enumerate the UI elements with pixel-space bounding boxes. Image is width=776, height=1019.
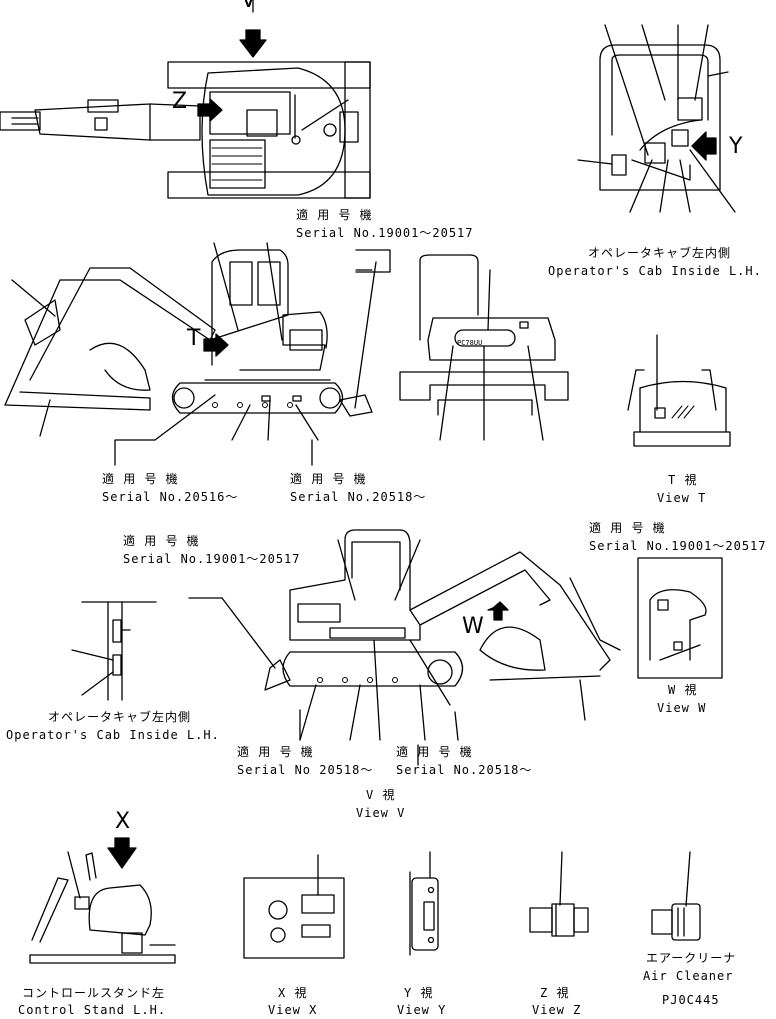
- caption-view-t-jp: T 視: [668, 473, 698, 487]
- serial-view-v-bottom-right-jp: 適 用 号 機: [396, 745, 473, 759]
- view-v-drawing: [188, 529, 621, 766]
- view-letter-z: Z: [172, 89, 188, 114]
- rear-view-drawing: [399, 254, 569, 441]
- serial-view-v-bottom-left-en: Serial No 20518～: [237, 763, 374, 777]
- caption-view-x-en: View X: [268, 1003, 318, 1017]
- caption-view-x-jp: X 視: [278, 986, 308, 1000]
- view-z-drawing: [529, 851, 589, 937]
- view-letter-x: X: [115, 809, 131, 834]
- caption-view-v-en: View V: [356, 806, 406, 820]
- serial-view-v-left-jp: 適 用 号 機: [123, 534, 200, 548]
- view-y-drawing: [409, 851, 439, 956]
- caption-control-stand-en: Control Stand L.H.: [18, 1003, 167, 1017]
- caption-view-y-en: View Y: [397, 1003, 447, 1017]
- caption-view-y-jp: Y 視: [404, 986, 434, 1000]
- view-w-drawing: [637, 557, 723, 679]
- serial-top-view-jp: 適 用 号 機: [296, 208, 373, 222]
- view-letter-v: V: [241, 0, 257, 13]
- serial-view-v-bottom-left-jp: 適 用 号 機: [237, 745, 314, 759]
- serial-side-front-en: Serial No.20516～: [102, 490, 239, 504]
- caption-air-cleaner-en: Air Cleaner: [643, 969, 734, 983]
- caption-view-w-en: View W: [657, 701, 707, 715]
- view-letter-w: W: [462, 614, 484, 639]
- caption-view-v-jp: V 視: [366, 788, 396, 802]
- caption-cab-inside-top-jp: オペレータキャブ左内側: [588, 246, 732, 260]
- view-t-drawing: [627, 334, 731, 447]
- caption-view-w-jp: W 視: [668, 683, 698, 697]
- serial-side-rear-en: Serial No.20518～: [290, 490, 427, 504]
- drawing-code: PJ0C445: [662, 993, 720, 1007]
- serial-view-v-bottom-right-en: Serial No.20518～: [396, 763, 533, 777]
- caption-view-z-jp: Z 視: [540, 986, 570, 1000]
- caption-cab-inside-mid-en: Operator's Cab Inside L.H.: [6, 728, 220, 742]
- view-letter-t: T: [187, 326, 201, 351]
- caption-view-t-en: View T: [657, 491, 707, 505]
- caption-cab-inside-top-en: Operator's Cab Inside L.H.: [548, 264, 762, 278]
- brand-plate: PC78UU: [457, 339, 483, 347]
- caption-cab-inside-mid-jp: オペレータキャブ左内側: [48, 710, 192, 724]
- serial-side-rear-jp: 適 用 号 機: [290, 472, 367, 486]
- side-view-left-drawing: [4, 242, 391, 466]
- caption-view-z-en: View Z: [532, 1003, 582, 1017]
- serial-view-w-jp: 適 用 号 機: [589, 521, 666, 535]
- top-view-drawing: [0, 0, 371, 199]
- serial-view-w-en: Serial No.19001～20517: [589, 539, 767, 553]
- control-stand-drawing: [29, 837, 176, 964]
- view-letter-y: Y: [729, 134, 743, 159]
- serial-top-view-en: Serial No.19001～20517: [296, 226, 474, 240]
- cab-inside-top-drawing: [577, 24, 736, 213]
- view-x-drawing: [243, 854, 345, 959]
- cab-inside-mid-drawing: [71, 601, 157, 701]
- air-cleaner-drawing: [651, 851, 701, 941]
- serial-side-front-jp: 適 用 号 機: [102, 472, 179, 486]
- serial-view-v-left-en: Serial No.19001～20517: [123, 552, 301, 566]
- caption-air-cleaner-jp: エアークリーナ: [646, 951, 737, 965]
- caption-control-stand-jp: コントロールスタンド左: [22, 986, 166, 1000]
